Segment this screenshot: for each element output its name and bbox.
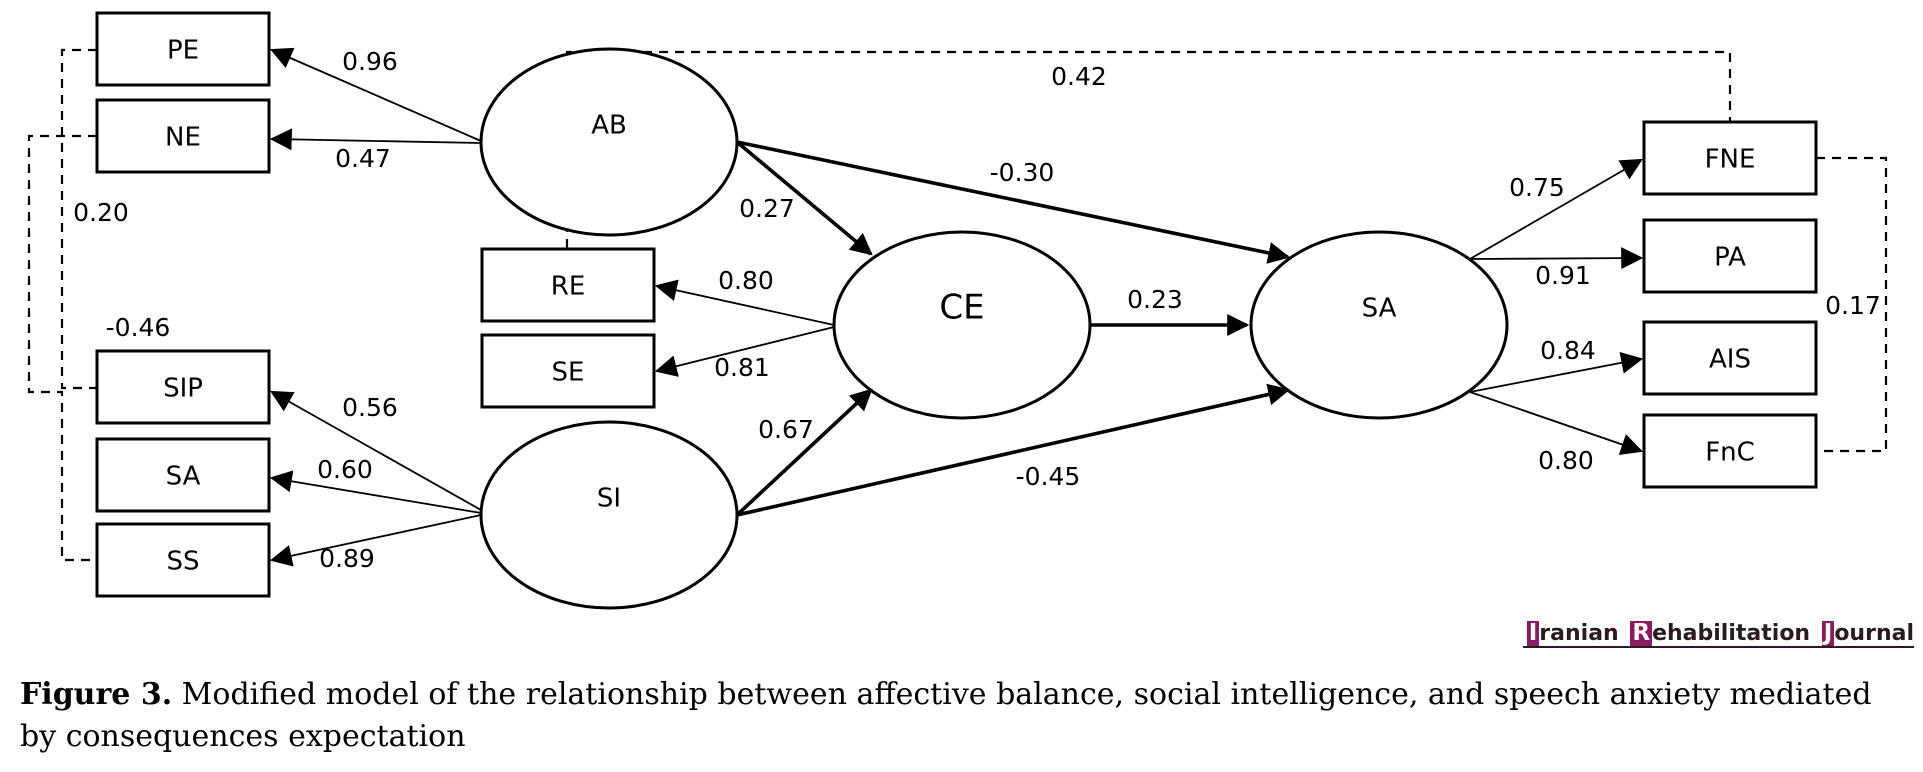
box-ne (95, 98, 271, 174)
box-sa-indicator (95, 437, 271, 513)
latent-sa (1249, 230, 1509, 420)
arrow-sa-ais (1469, 351, 1644, 393)
coef-si-sa-path: -0.45 (1016, 462, 1081, 491)
coef-si-sa: 0.60 (317, 455, 373, 484)
label-se: SE (552, 358, 585, 388)
logo-letter-r: R (1630, 620, 1653, 646)
arrow-ab-pe (269, 47, 482, 142)
figure-label: Figure 3. (20, 677, 173, 712)
arrow-si-sa (269, 470, 482, 514)
label-pa: PA (1714, 243, 1746, 273)
box-fne (1642, 120, 1818, 196)
box-re (480, 247, 656, 323)
arrow-ab-ne (269, 128, 482, 151)
latent-si (479, 420, 739, 610)
label-pe: PE (167, 36, 199, 66)
coef-ab-pe: 0.96 (342, 47, 398, 76)
latent-ab (479, 47, 739, 237)
logo-word-2: ehabilitation (1652, 621, 1818, 646)
coef-si-ss: 0.89 (319, 544, 375, 573)
box-sip (95, 349, 271, 425)
label-fnc: FnC (1705, 438, 1755, 468)
journal-logo-text: Iranian Rehabilitation Journal (1522, 620, 1914, 648)
label-ss: SS (166, 547, 199, 577)
arrow-sa-fne (1469, 158, 1643, 260)
arrow-si-ce (735, 388, 873, 517)
arrow-ce-re (654, 279, 835, 326)
coef-ne-ss-cov: -0.46 (106, 313, 171, 342)
label-ais: AIS (1709, 345, 1751, 375)
cov-ne-ss-line (27, 134, 97, 562)
label-si: SI (597, 484, 621, 514)
sem-path-diagram: PE NE SIP SA SS RE SE FNE PA AIS FnC AB … (27, 11, 1888, 610)
figure-caption: Figure 3. Modified model of the relation… (20, 674, 1910, 758)
arrow-sa-fnc (1469, 391, 1644, 455)
cov-pe-sip-line (60, 48, 97, 390)
label-sa-indicator: SA (166, 462, 201, 492)
coef-ab-ne: 0.47 (335, 144, 391, 173)
coef-pe-sip-cov: 0.20 (73, 198, 129, 227)
figure-caption-text: Modified model of the relationship betwe… (20, 677, 1872, 754)
coef-sa-pa: 0.91 (1535, 261, 1591, 290)
arrow-si-ss (269, 514, 482, 567)
arrow-si-sa-path (736, 383, 1291, 517)
logo-word-1: ranian (1539, 621, 1627, 646)
coef-sa-fnc: 0.80 (1538, 446, 1594, 475)
coef-si-ce: 0.67 (758, 415, 814, 444)
label-ab: AB (591, 111, 627, 141)
arrow-ce-se (654, 326, 835, 377)
coef-ce-se: 0.81 (714, 353, 770, 382)
coef-ce-sa: 0.23 (1127, 285, 1183, 314)
box-pa (1642, 218, 1818, 294)
coef-re-fne-cov: 0.42 (1051, 62, 1107, 91)
coef-ce-re: 0.80 (718, 266, 774, 295)
arrow-si-sip (270, 390, 482, 511)
label-fne: FNE (1705, 145, 1756, 175)
label-sa: SA (1362, 294, 1397, 324)
logo-word-3: ournal (1834, 621, 1914, 646)
label-sip: SIP (163, 374, 203, 404)
label-ce: CE (939, 288, 984, 328)
box-se (480, 333, 656, 409)
arrow-ab-ce (735, 140, 873, 256)
cov-fne-fnc-line (1816, 156, 1888, 453)
arrow-ab-sa (736, 140, 1291, 264)
label-re: RE (551, 272, 586, 302)
box-ais (1642, 320, 1818, 396)
arrow-sa-pa (1469, 247, 1644, 270)
coef-ab-sa: -0.30 (990, 158, 1055, 187)
logo-letter-j: J (1821, 620, 1835, 646)
coef-sa-ais: 0.84 (1540, 336, 1596, 365)
box-fnc (1642, 413, 1818, 489)
logo-letter-i: I (1526, 620, 1540, 646)
coef-fne-fnc-cov: 0.17 (1825, 291, 1881, 320)
label-ne: NE (165, 123, 201, 153)
coef-ab-ce: 0.27 (739, 194, 795, 223)
coef-sa-fne: 0.75 (1509, 173, 1565, 202)
journal-logo: Iranian Rehabilitation Journal (1522, 620, 1914, 648)
box-pe (95, 11, 271, 87)
box-ss (95, 522, 271, 598)
coef-si-sip: 0.56 (342, 393, 398, 422)
